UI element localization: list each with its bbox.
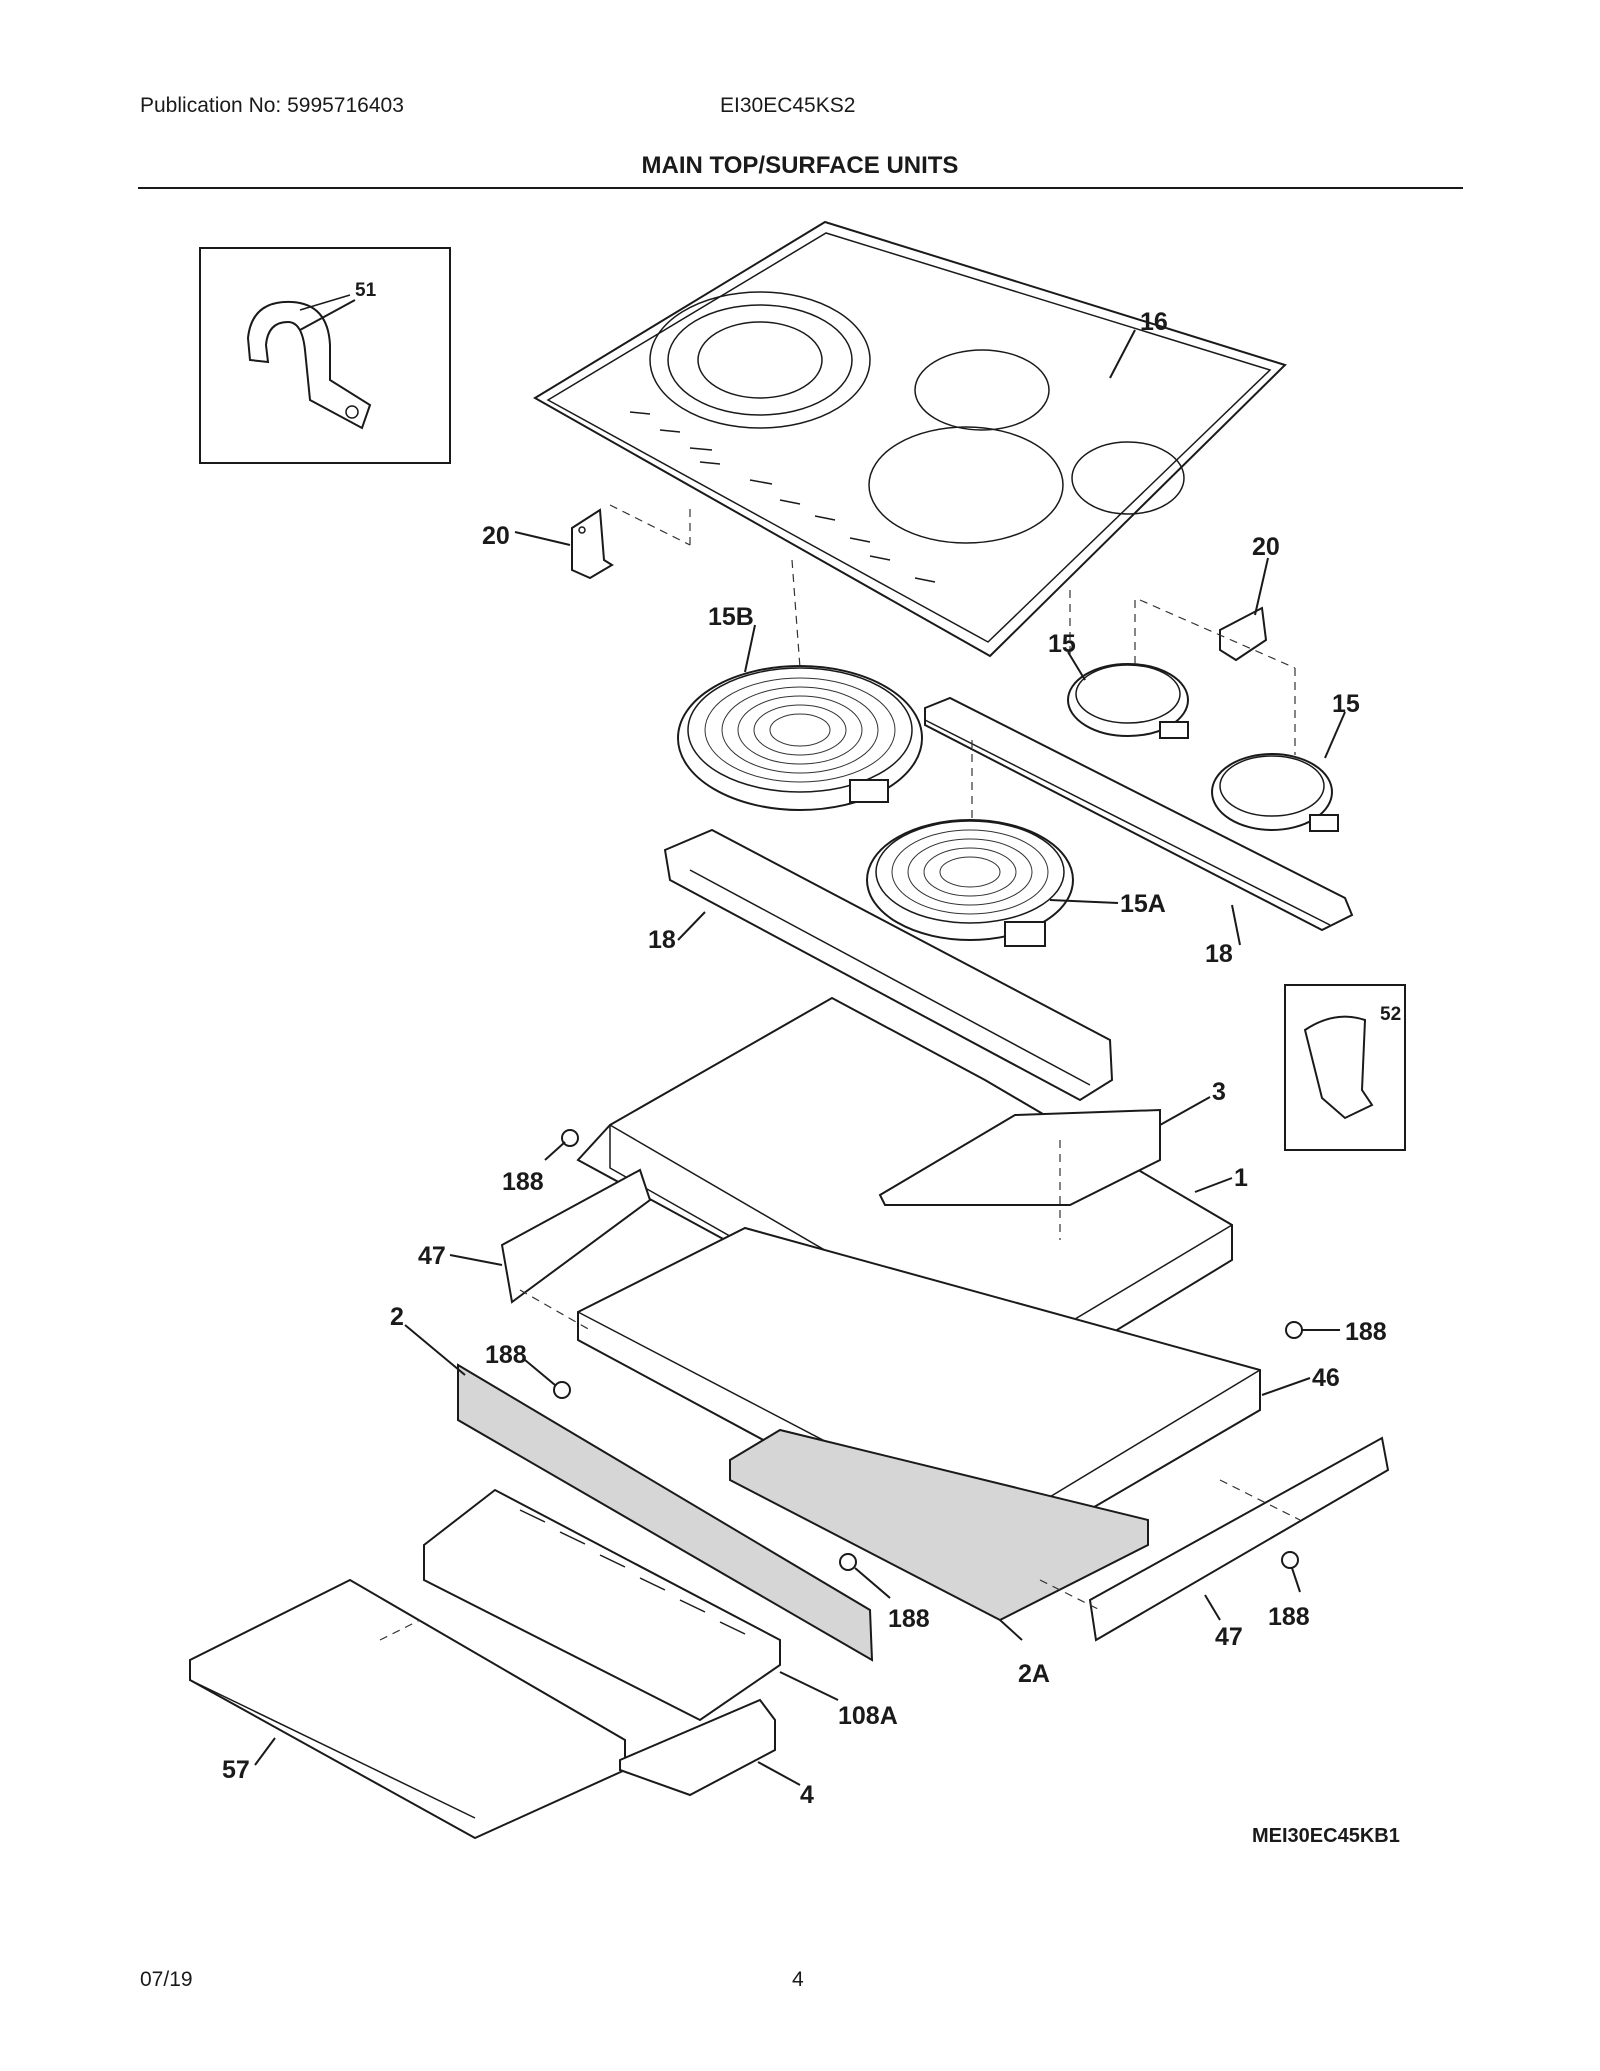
- bracket-20-left: [571, 508, 614, 580]
- part-label-188-bottom-right: 188: [1268, 1603, 1310, 1631]
- part-label-3: 3: [1212, 1078, 1226, 1106]
- part-label-47-left: 47: [418, 1242, 446, 1270]
- box-4: [619, 1698, 776, 1797]
- inset-box-52: [1284, 984, 1406, 1151]
- publication-number: Publication No: 5995716403: [140, 94, 404, 117]
- element-15-lower: [1211, 753, 1339, 832]
- element-15A: [866, 819, 1074, 947]
- part-label-188-upper: 188: [502, 1168, 544, 1196]
- footer-date: 07/19: [140, 1968, 193, 1991]
- page-title: MAIN TOP/SURFACE UNITS: [641, 152, 959, 179]
- alignment-lines: [379, 504, 1301, 1641]
- part-label-188-bottom: 188: [888, 1605, 930, 1633]
- channel-47-right: [1088, 1436, 1390, 1642]
- part-label-15A: 15A: [1120, 890, 1166, 918]
- leader-lines: [254, 299, 1346, 1786]
- part-label-108A: 108A: [838, 1702, 898, 1730]
- model-number: EI30EC45KS2: [720, 94, 856, 117]
- element-15-upper: [1067, 663, 1189, 739]
- rail-18-right: [924, 696, 1354, 932]
- panel-2: [457, 1363, 874, 1662]
- part-label-52: 52: [1380, 1004, 1401, 1025]
- part-label-1: 1: [1234, 1164, 1248, 1192]
- header-divider: [138, 187, 1463, 189]
- insulation-2A: [729, 1428, 1149, 1622]
- part-label-188-right: 188: [1345, 1318, 1387, 1346]
- part-label-47-right: 47: [1215, 1623, 1243, 1651]
- trim-108A: [423, 1488, 781, 1722]
- screws-188: [553, 1129, 1303, 1571]
- support-3: [878, 1108, 1161, 1206]
- part-label-4: 4: [800, 1781, 814, 1809]
- element-15B: [677, 665, 923, 811]
- part-labels: 51 16 20 20 15B 15 15 15A 18 18 52 3 188…: [222, 280, 1401, 1809]
- part-label-15-upper: 15: [1048, 630, 1076, 658]
- clamp-51-shape: [246, 300, 372, 430]
- part-label-57: 57: [222, 1756, 250, 1784]
- part-label-15B: 15B: [708, 603, 754, 631]
- footer-page-number: 4: [792, 1968, 804, 1991]
- part-label-2: 2: [390, 1303, 404, 1331]
- part-label-46: 46: [1312, 1364, 1340, 1392]
- part-label-188-mid: 188: [485, 1341, 527, 1369]
- part-label-51: 51: [355, 280, 377, 301]
- inset-box-51: [199, 247, 451, 464]
- part-label-18-left: 18: [648, 926, 676, 954]
- diagram-code: MEI30EC45KB1: [1252, 1825, 1400, 1847]
- cooktop-glass-16: [533, 220, 1287, 658]
- part-label-20-right: 20: [1252, 533, 1280, 561]
- part-label-2A: 2A: [1018, 1660, 1050, 1688]
- rail-18-left: [663, 828, 1114, 1102]
- part-label-15-lower: 15: [1332, 690, 1360, 718]
- channel-47-left: [500, 1168, 652, 1304]
- part-label-18-right: 18: [1205, 940, 1233, 968]
- part-label-20-left: 20: [482, 522, 510, 550]
- part-label-16: 16: [1140, 308, 1168, 336]
